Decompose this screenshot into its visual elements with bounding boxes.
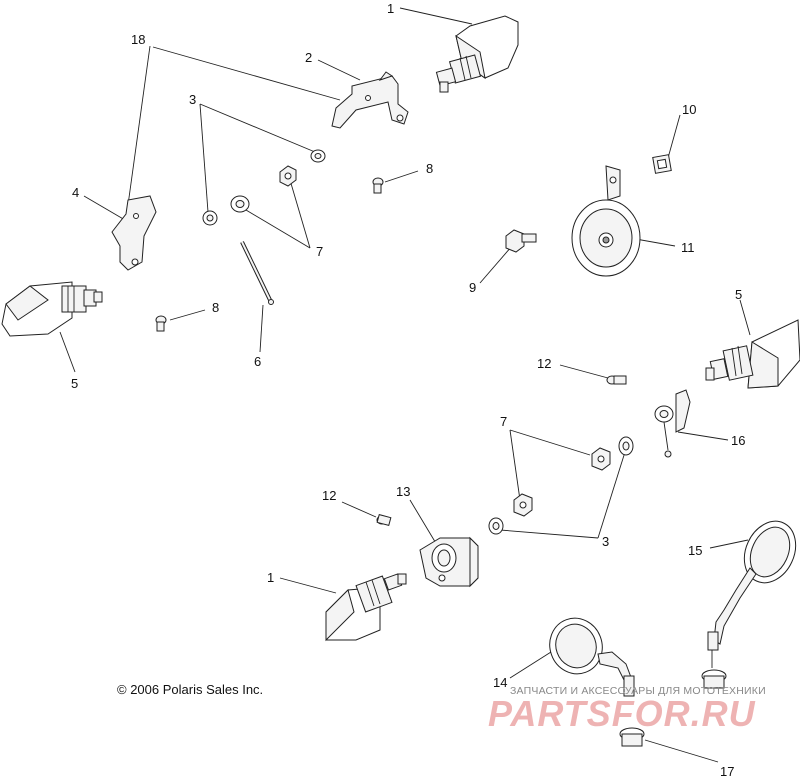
bolt — [505, 229, 537, 253]
callout-18: 18 — [131, 32, 145, 47]
nuts-upper — [202, 165, 297, 226]
turn-signal-left — [1, 281, 103, 337]
callout-3-top: 3 — [189, 92, 196, 107]
screw-top — [372, 177, 384, 194]
callout-1-bottom: 1 — [267, 570, 274, 585]
screw-mid — [376, 513, 392, 527]
callout-7-mid: 7 — [500, 414, 507, 429]
callout-12-left: 12 — [322, 488, 336, 503]
turn-signal-right — [705, 319, 800, 389]
callout-13: 13 — [396, 484, 410, 499]
callout-4: 4 — [72, 185, 79, 200]
callout-8-top: 8 — [426, 161, 433, 176]
callout-10: 10 — [682, 102, 696, 117]
callout-1-top: 1 — [387, 1, 394, 16]
watermark-brand: PARTSFOR.RU — [488, 693, 756, 734]
callout-17: 17 — [720, 764, 734, 777]
callout-12-right: 12 — [537, 356, 551, 371]
callout-labels: 1 18 2 3 10 8 4 7 11 9 8 5 6 5 12 7 16 1… — [71, 1, 745, 777]
leader-lines — [59, 7, 751, 763]
mirror-boots — [619, 669, 727, 747]
screw-right — [606, 375, 627, 385]
mirror-right — [707, 520, 797, 668]
callout-3-mid: 3 — [602, 534, 609, 549]
callout-5-left: 5 — [71, 376, 78, 391]
clamp-bracket — [419, 536, 479, 588]
bracket-left — [111, 195, 157, 271]
callout-15: 15 — [688, 543, 702, 558]
clip-nut — [652, 154, 672, 174]
callout-11: 11 — [681, 240, 695, 255]
bracket-upper — [331, 71, 409, 129]
callout-7-top: 7 — [316, 244, 323, 259]
washer-top — [310, 149, 326, 163]
callout-6: 6 — [254, 354, 261, 369]
mirror-left — [549, 617, 635, 697]
callout-8-left: 8 — [212, 300, 219, 315]
callout-16: 16 — [731, 433, 745, 448]
watermark: ЗАПЧАСТИ И АКСЕССУАРЫ ДЛЯ МОТОТЕХНИКИ PA… — [488, 685, 766, 734]
callout-14: 14 — [493, 675, 507, 690]
screw-left — [155, 315, 167, 332]
callout-5-right: 5 — [735, 287, 742, 302]
nuts-mid — [488, 436, 634, 535]
turn-signal-bottom — [325, 573, 407, 642]
copyright-notice: © 2006 Polaris Sales Inc. — [117, 682, 263, 697]
callout-2: 2 — [305, 50, 312, 65]
turn-signal-top — [435, 15, 519, 93]
horn — [571, 165, 641, 277]
callout-9: 9 — [469, 280, 476, 295]
switch-bracket — [654, 389, 691, 458]
watermark-tagline: ЗАПЧАСТИ И АКСЕССУАРЫ ДЛЯ МОТОТЕХНИКИ — [510, 685, 766, 697]
rod — [240, 241, 274, 305]
